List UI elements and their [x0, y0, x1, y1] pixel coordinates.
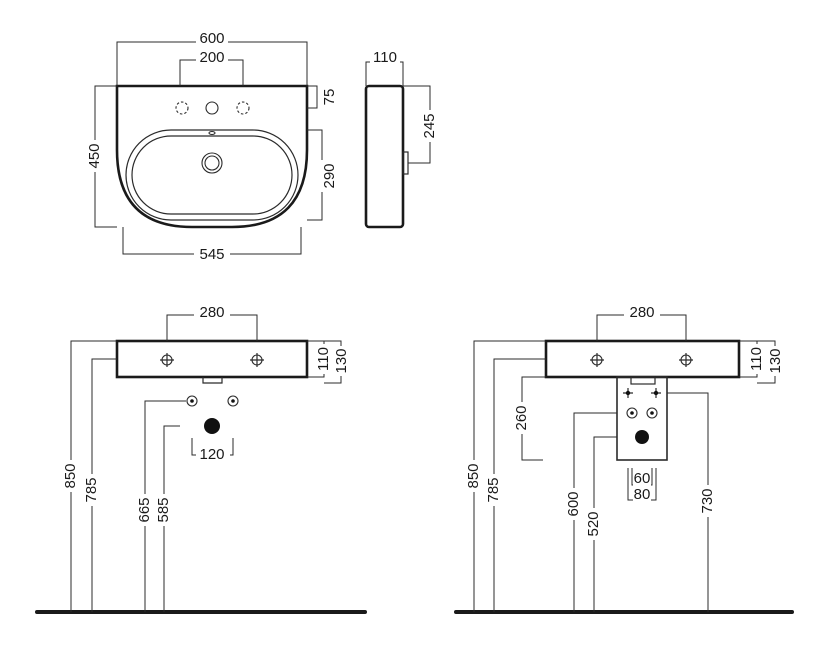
fixing-hole-right-icon: [250, 353, 264, 367]
elevation-right: 280 110 130 850 785 260 600 520 730: [454, 304, 794, 614]
optional-tap-hole-left-icon: [175, 101, 189, 115]
dim-basin-height-left: 110: [315, 347, 332, 371]
dim-tap-spacing: 200: [199, 49, 224, 66]
dim-bowl-depth: 290: [321, 163, 338, 188]
overflow-icon: [208, 130, 216, 136]
elevation-left: 280 110 130 850 785 665 585 120: [35, 304, 367, 614]
dim-top-height-left: 850: [62, 463, 79, 488]
drain-inner-icon: [204, 155, 220, 171]
fixing-hole-left-icon: [590, 353, 604, 367]
dim-supply-height-right: 600: [565, 491, 582, 516]
dim-tap-offset: 75: [321, 89, 338, 106]
dim-depth-overall: 450: [86, 143, 103, 168]
dim-pedestal-bottom-height-right: 730: [699, 488, 716, 513]
dim-top-height-right: 850: [465, 463, 482, 488]
dim-fixing-spacing-right: 280: [629, 304, 654, 321]
dim-basin-height-right: 110: [748, 347, 765, 371]
dim-width-overall: 600: [199, 30, 224, 47]
plan-view: 600 200 75 450 290 545: [86, 30, 338, 263]
trap-outlet: [630, 376, 656, 385]
pedestal-cover: [616, 376, 668, 461]
dim-supply-spacing-left: 120: [199, 446, 224, 463]
bowl-inner-outline: [131, 135, 293, 215]
basin-side-outline: [364, 84, 405, 229]
dim-basin-height-outlet-left: 130: [333, 348, 350, 373]
basin-plan-outline: [115, 84, 309, 229]
basin-front-right: [544, 339, 741, 379]
dim-waste-height-right: 520: [585, 511, 602, 536]
dim-supply-height-left: 665: [136, 497, 153, 522]
fixing-hole-right-icon: [679, 353, 693, 367]
optional-tap-hole-right-icon: [236, 101, 250, 115]
dim-waste-height-left: 585: [155, 497, 172, 522]
dim-outer-width-right: 80: [634, 486, 651, 503]
fixing-hole-left-icon: [160, 353, 174, 367]
dim-fixing-spacing-left: 280: [199, 304, 224, 321]
waste-outlet-icon: [635, 430, 649, 444]
basin-front-left: [115, 339, 309, 379]
dim-underside-height-left: 785: [83, 477, 100, 502]
dim-pedestal-height-right: 260: [513, 405, 530, 430]
dim-bowl-width: 545: [199, 246, 224, 263]
dim-outlet-height: 245: [421, 113, 438, 138]
dim-basin-height-outlet-right: 130: [767, 348, 784, 373]
bowl-outline: [125, 129, 299, 221]
dim-underside-height-right: 785: [485, 477, 502, 502]
dim-side-thickness: 110: [373, 49, 397, 66]
waste-outlet-icon: [204, 418, 220, 434]
dim-inner-width-right: 60: [634, 470, 651, 487]
tap-hole-icon: [205, 101, 219, 115]
side-view: 110 245: [364, 49, 438, 229]
